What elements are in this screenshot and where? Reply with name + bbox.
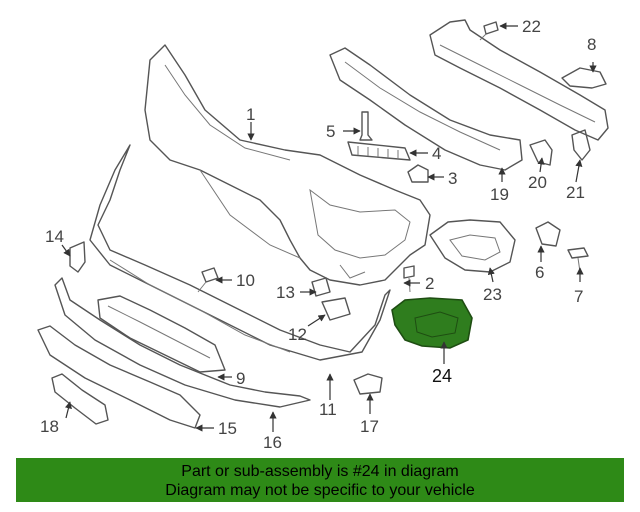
- callout-5: 5: [326, 122, 335, 141]
- bolt-7-part: [567, 247, 589, 273]
- clip-13-part: [311, 277, 331, 297]
- callout-12: 12: [288, 325, 307, 344]
- callout-13: 13: [276, 283, 295, 302]
- callout-17: 17: [360, 417, 379, 436]
- callout-21: 21: [566, 183, 585, 202]
- callout-11: 11: [319, 400, 337, 419]
- callout-4: 4: [432, 144, 441, 163]
- callout-15: 15: [218, 419, 237, 438]
- bracket-8-part: [561, 67, 607, 89]
- bumper-cover-part: [144, 44, 431, 286]
- impact-beam-part: [329, 47, 523, 171]
- callout-19: 19: [490, 185, 509, 204]
- bracket-18-part: [51, 373, 109, 425]
- callout-24: 24: [432, 366, 452, 386]
- banner-line-1: Part or sub-assembly is #24 in diagram: [181, 463, 459, 480]
- bracket-6-part: [535, 221, 561, 247]
- reinforcement-part: [429, 19, 609, 141]
- callout-labels: 1 2 3 4 5 6 7 8 9 10 11 12 13 14 15 16 1…: [40, 17, 596, 452]
- part-info-banner: Part or sub-assembly is #24 in diagram D…: [16, 458, 624, 502]
- callout-23: 23: [483, 285, 502, 304]
- callout-9: 9: [236, 369, 245, 388]
- skid-plate-part: [54, 277, 311, 408]
- clip-3-part: [407, 164, 429, 183]
- lower-trim-part: [37, 325, 201, 429]
- callout-6: 6: [535, 263, 544, 282]
- grille-insert-4-part: [347, 141, 411, 161]
- callout-14: 14: [45, 227, 64, 246]
- callout-8: 8: [587, 35, 596, 54]
- lower-bumper-part: [89, 144, 391, 361]
- bracket-21-part: [571, 129, 591, 161]
- callout-3: 3: [448, 169, 457, 188]
- fog-lamp-bracket-24-part: [391, 297, 473, 349]
- fog-bezel-23-part: [429, 219, 516, 273]
- bracket-14-part: [69, 241, 86, 273]
- bolt-22-part: [479, 21, 499, 41]
- bracket-12-part: [321, 297, 351, 321]
- bolt-10-part: [197, 267, 219, 293]
- lower-grille-part: [97, 295, 226, 373]
- callout-20: 20: [528, 173, 547, 192]
- callout-7: 7: [574, 287, 583, 306]
- banner-line-2: Diagram may not be specific to your vehi…: [165, 482, 475, 499]
- callout-18: 18: [40, 417, 59, 436]
- callout-1: 1: [246, 105, 255, 124]
- clip-17-part: [353, 373, 383, 395]
- parts-diagram: 1 2 3 4 5 6 7 8 9 10 11 12 13 14 15 16 1…: [37, 17, 609, 452]
- callout-2: 2: [425, 274, 434, 293]
- callout-22: 22: [522, 17, 541, 36]
- clip-5-part: [359, 111, 373, 141]
- callout-10: 10: [236, 271, 255, 290]
- callout-16: 16: [263, 433, 282, 452]
- screw-2-part: [403, 265, 415, 293]
- bracket-20-part: [529, 139, 553, 166]
- leader-lines: [61, 22, 597, 432]
